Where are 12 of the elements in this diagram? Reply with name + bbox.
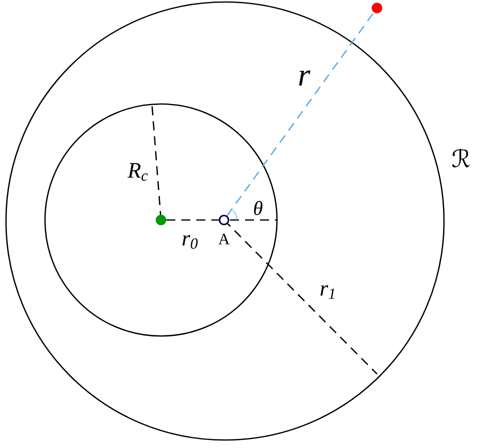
region-label: ℛ — [452, 148, 470, 168]
radius-label: R$_{c}$ — [128, 163, 148, 181]
dashed-line — [226, 12, 374, 216]
angle-label: θ — [254, 200, 262, 216]
edge-label: r — [296, 69, 312, 87]
point-label: A — [218, 234, 230, 244]
point — [372, 2, 382, 14]
dashed-line — [166, 219, 219, 221]
point — [156, 214, 166, 226]
point — [218, 214, 230, 226]
radius-label: r$_{1}$ — [320, 285, 334, 299]
edge-label: r$_{0}$ — [180, 234, 200, 250]
